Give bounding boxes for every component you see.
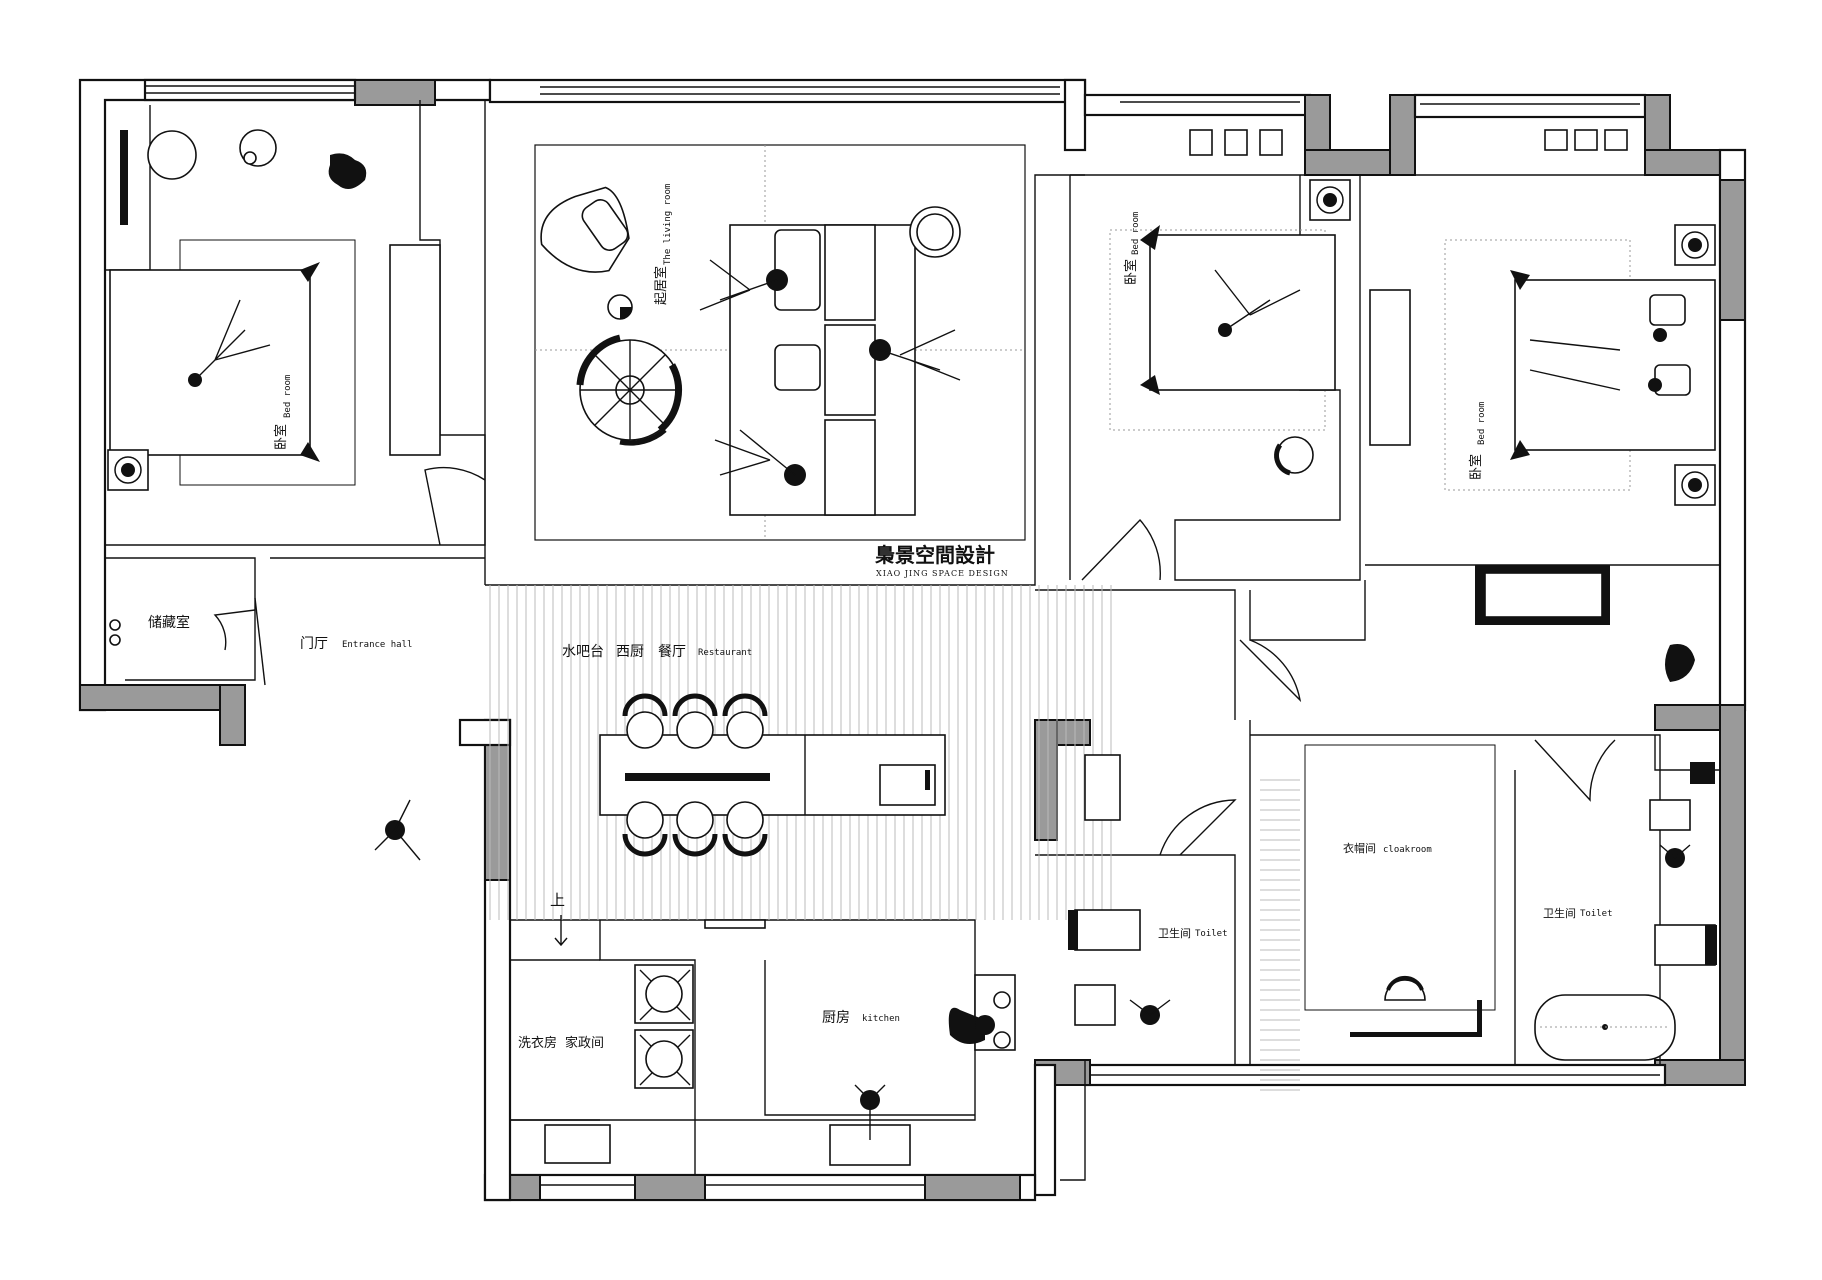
dining-chair	[626, 711, 664, 749]
dining-chair-back	[672, 833, 718, 857]
label-dining-cn1: 水吧台	[562, 644, 604, 660]
right-toilet-fixtures	[1534, 762, 1717, 1061]
dining-chair-back	[722, 693, 768, 717]
label-toilet-mid-en: Toilet	[1195, 929, 1228, 939]
kitchen-fixtures	[510, 919, 1016, 1166]
plant-icon	[1665, 644, 1695, 682]
label-entrance-en: Entrance hall	[342, 640, 412, 650]
right-bed	[1444, 224, 1716, 506]
brand-subtitle: XIAO JING SPACE DESIGN	[876, 569, 1009, 578]
label-living-en: The living room	[663, 184, 673, 265]
cloakroom-fixtures	[1304, 744, 1496, 1037]
dining-chair	[626, 801, 664, 839]
label-toilet-right-cn: 卫生间	[1543, 906, 1576, 920]
label-bedroom-mid-cn: 卧室	[1123, 259, 1139, 285]
brand-mark: 梟景空間設計 XIAO JING SPACE DESIGN	[874, 543, 1009, 578]
dining-chairs	[622, 693, 768, 857]
mid-chairs	[1189, 129, 1628, 156]
dining-chair	[726, 801, 764, 839]
inner-walls	[105, 100, 1720, 1181]
round-table	[576, 334, 682, 446]
dining-island	[599, 734, 946, 816]
dining-chair-back	[672, 693, 718, 717]
label-cloakroom-cn: 衣帽间	[1343, 841, 1376, 855]
dining-chair	[676, 711, 714, 749]
label-laundry-cn2: 家政间	[565, 1035, 604, 1051]
label-living-cn: 起居室	[653, 266, 669, 305]
left-bedroom-desk	[120, 129, 367, 225]
label-toilet-right-en: Toilet	[1580, 909, 1613, 919]
label-dining-cn2: 西厨	[616, 644, 644, 660]
label-dining-cn3: 餐厅	[658, 644, 686, 660]
dining-chair	[726, 711, 764, 749]
label-kitchen-cn: 厨房	[822, 1010, 850, 1026]
doors	[213, 466, 1616, 856]
windows	[145, 85, 1660, 1186]
label-dining-en: Restaurant	[698, 648, 752, 658]
laundry-fixtures	[544, 964, 694, 1164]
dining-chair-back	[622, 833, 668, 857]
label-entrance-cn: 门厅	[300, 636, 328, 652]
label-bedroom-left-en: Bed room	[283, 375, 293, 418]
mid-toilet-fixtures	[1068, 754, 1141, 1026]
label-bedroom-right-cn: 卧室	[1468, 454, 1484, 480]
people-figures	[188, 259, 1691, 1140]
dining-chair	[676, 801, 714, 839]
left-bed	[107, 239, 356, 491]
label-stairs: 上	[550, 891, 565, 909]
label-cloakroom-en: cloakroom	[1383, 845, 1432, 855]
tv-cabinet	[1369, 289, 1411, 446]
label-bedroom-mid-en: Bed room	[1131, 212, 1141, 255]
brand-name: 梟景空間設計	[874, 543, 995, 567]
storage-room	[109, 597, 266, 686]
label-laundry-cn1: 洗衣房	[518, 1035, 557, 1051]
room-labels: 卧室 Bed room 起居室 The living room 卧室 Bed r…	[148, 184, 1613, 1051]
wardrobe-left	[389, 244, 441, 456]
mid-bed	[1109, 179, 1351, 476]
sofa	[729, 224, 916, 516]
armchair	[540, 186, 630, 273]
label-bedroom-left-cn: 卧室	[273, 424, 289, 450]
dining-chair-back	[722, 833, 768, 857]
label-storage: 储藏室	[148, 614, 190, 631]
label-toilet-mid-cn: 卫生间	[1158, 926, 1191, 940]
dining-chair-back	[622, 693, 668, 717]
label-bedroom-right-en: Bed room	[1477, 402, 1487, 445]
label-kitchen-en: kitchen	[862, 1014, 900, 1024]
